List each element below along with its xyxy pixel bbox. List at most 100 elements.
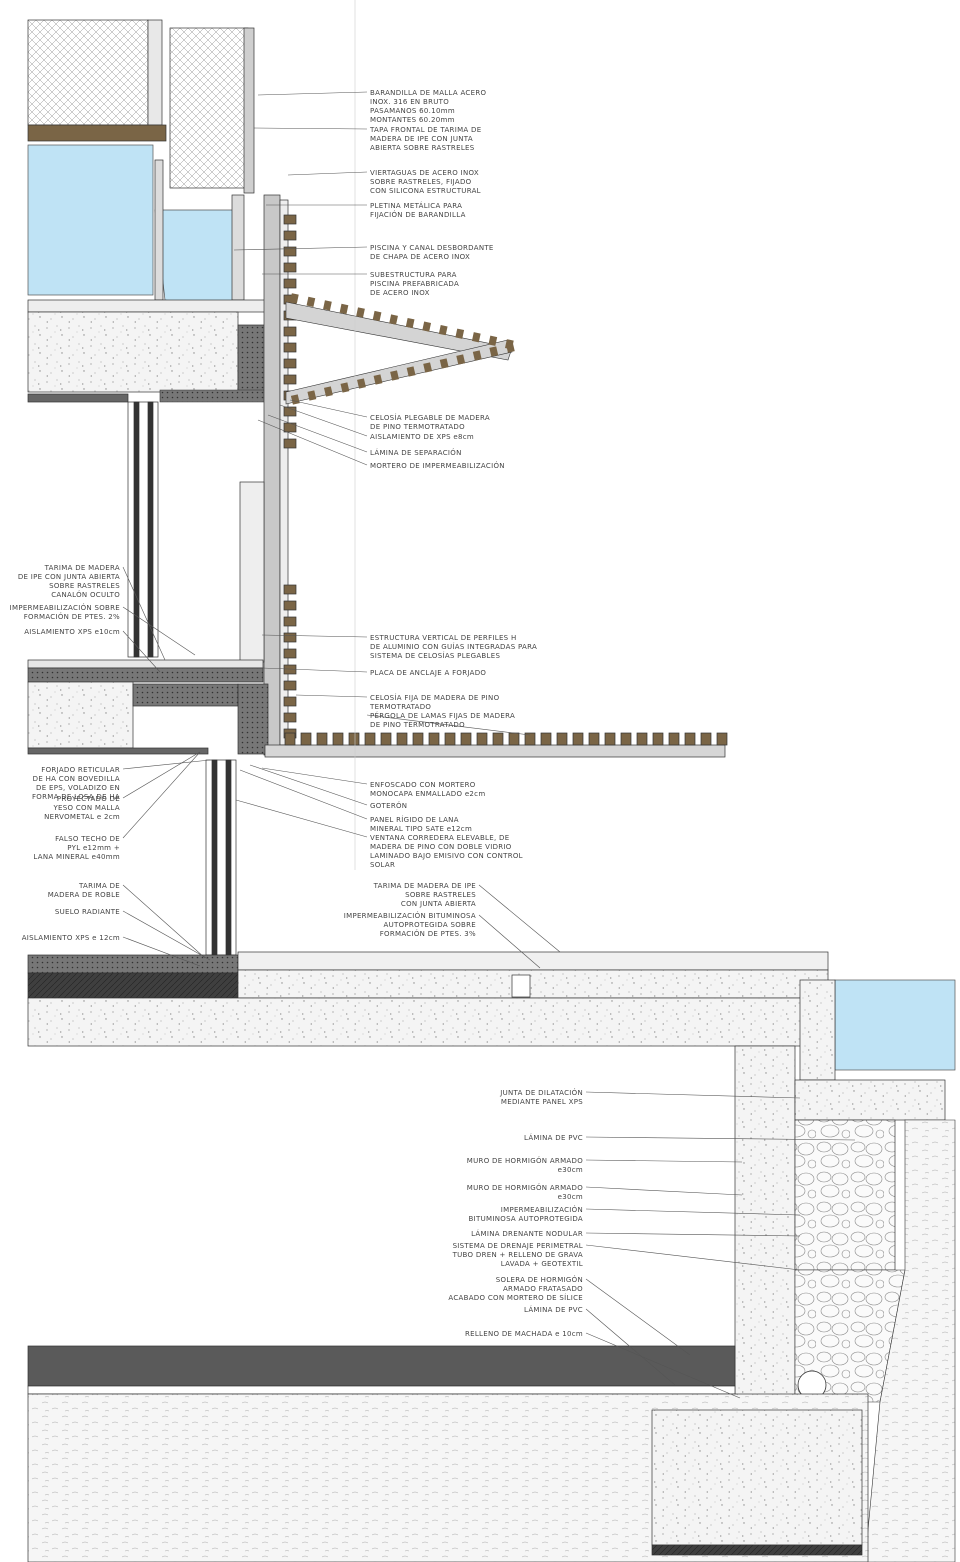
label-line: PANEL RÍGIDO DE LANA: [370, 815, 459, 824]
label-line: RELLENO DE MACHADA e 10cm: [465, 1330, 583, 1338]
fixed-lattice-slat: [283, 358, 297, 369]
label-line: AISLAMIENTO XPS e10cm: [24, 628, 120, 636]
label-r10: MORTERO DE IMPERMEABILIZACIÓN: [370, 461, 504, 470]
label-line: CANALÓN OCULTO: [51, 590, 120, 599]
window-mullion: [211, 759, 218, 956]
label-line: CELOSÍA PLEGABLE DE MADERA: [370, 413, 490, 422]
label-line: DE ALUMINIO CON GUÍAS INTEGRADAS PARA: [370, 642, 537, 651]
leader-line: [585, 1232, 801, 1237]
label-line: LÁMINA DE SEPARACIÓN: [370, 448, 462, 457]
label-line: TAPA FRONTAL DE TARIMA DE: [369, 126, 481, 134]
pergola-slat: [636, 732, 648, 746]
middle-ceiling-strip: [27, 747, 209, 755]
pergola-slat: [444, 732, 456, 746]
label-line: PÉRGOLA DE LAMAS FIJAS DE MADERA: [370, 711, 515, 720]
middle-slab-insulation: [132, 683, 239, 707]
leader-line: [239, 769, 368, 820]
upper-ceiling-strip: [27, 393, 129, 403]
pergola-slat: [492, 732, 504, 746]
leader-line: [122, 910, 211, 961]
pergola-slat: [412, 732, 424, 746]
label-line: MURO DE HORMIGÓN ARMADO: [467, 1156, 583, 1165]
pergola-slat: [364, 732, 376, 746]
pergola-slat: [508, 732, 520, 746]
pergola-slat: [316, 732, 328, 746]
label-line: IMPERMEABILIZACIÓN BITUMINOSA: [344, 911, 476, 920]
label-line: BITUMINOSA AUTOPROTEGIDA: [469, 1215, 583, 1223]
label-line: PISCINA PREFABRICADA: [370, 280, 459, 288]
pergola-slat: [556, 732, 568, 746]
label-line: FORJADO RETICULAR: [41, 766, 120, 774]
label-line: INOX. 316 EN BRUTO: [370, 98, 449, 106]
label-line: JUNTA DE DILATACIÓN: [499, 1088, 583, 1097]
label-line: FORMA DE LOSA DE HA: [32, 793, 120, 801]
middle-slab-concrete: [27, 681, 134, 749]
ground-slab-concrete: [27, 997, 829, 1047]
leader-line: [279, 404, 368, 437]
lower-pool-water: [834, 979, 956, 1071]
label-line: FORMACIÓN DE PTES. 3%: [380, 929, 476, 938]
label-line: SUELO RADIANTE: [55, 908, 120, 916]
drain-gutter: [511, 974, 531, 998]
label-line: LÁMINA DE PVC: [524, 1133, 583, 1142]
building-geometry: [27, 0, 956, 1562]
label-line: TARIMA DE: [78, 882, 120, 890]
label-line: PLETINA METÁLICA PARA: [370, 201, 462, 210]
label-line: AISLAMIENTO DE XPS e8cm: [370, 433, 474, 441]
label-line: LAVADA + GEOTEXTIL: [501, 1260, 583, 1268]
folding-slat: [357, 378, 366, 389]
label-line: e30cm: [558, 1166, 583, 1174]
fixed-lattice-slat: [283, 584, 297, 595]
folding-slat: [439, 358, 449, 369]
label-line: AISLAMIENTO XPS e 12cm: [22, 934, 120, 942]
label-line: DE HA CON BOVEDILLA: [33, 775, 120, 783]
label-line: TARIMA DE MADERA DE IPE: [373, 882, 476, 890]
folding-slat: [488, 335, 498, 346]
window-mullion: [147, 401, 154, 658]
leader-line: [253, 127, 368, 130]
pergola-slat: [348, 732, 360, 746]
leader-line: [235, 799, 368, 838]
leader-line: [585, 1208, 801, 1216]
label-r9: LÁMINA DE SEPARACIÓN: [370, 448, 462, 457]
pergola-slat: [460, 732, 472, 746]
fixed-lattice-slat: [283, 616, 297, 627]
folding-slat: [472, 350, 482, 361]
fixed-lattice-slat: [283, 648, 297, 659]
basement-pvc-sheet: [27, 1385, 736, 1395]
upper-pool-water: [27, 144, 154, 296]
label-r8: AISLAMIENTO DE XPS e8cm: [370, 433, 474, 441]
pergola-slat: [396, 732, 408, 746]
label-line: ACABADO CON MORTERO DE SÍLICE: [448, 1293, 583, 1302]
leader-line: [366, 714, 531, 736]
window-mullion: [225, 759, 232, 956]
folding-slat: [422, 321, 432, 332]
middle-terrace-floor: [27, 667, 264, 683]
leader-line: [585, 1278, 691, 1356]
label-line: MADERA DE PINO CON DOBLE VIDRIO: [370, 843, 512, 851]
leader-line: [585, 1244, 801, 1271]
folding-slat: [505, 342, 515, 353]
label-line: TUBO DREN + RELLENO DE GRAVA: [452, 1251, 583, 1259]
fixed-lattice-slat: [283, 680, 297, 691]
folding-slat: [438, 325, 448, 336]
label-b6: LÁMINA DRENANTE NODULAR: [471, 1229, 583, 1238]
fixed-lattice-slat: [283, 438, 297, 449]
folding-slat: [373, 374, 383, 385]
folding-slat: [340, 382, 350, 393]
label-line: MINERAL TIPO SATE e12cm: [370, 825, 472, 833]
middle-slab-edge: [237, 683, 269, 755]
surrounding-soil: [864, 1119, 956, 1562]
leader-line: [585, 1159, 743, 1163]
